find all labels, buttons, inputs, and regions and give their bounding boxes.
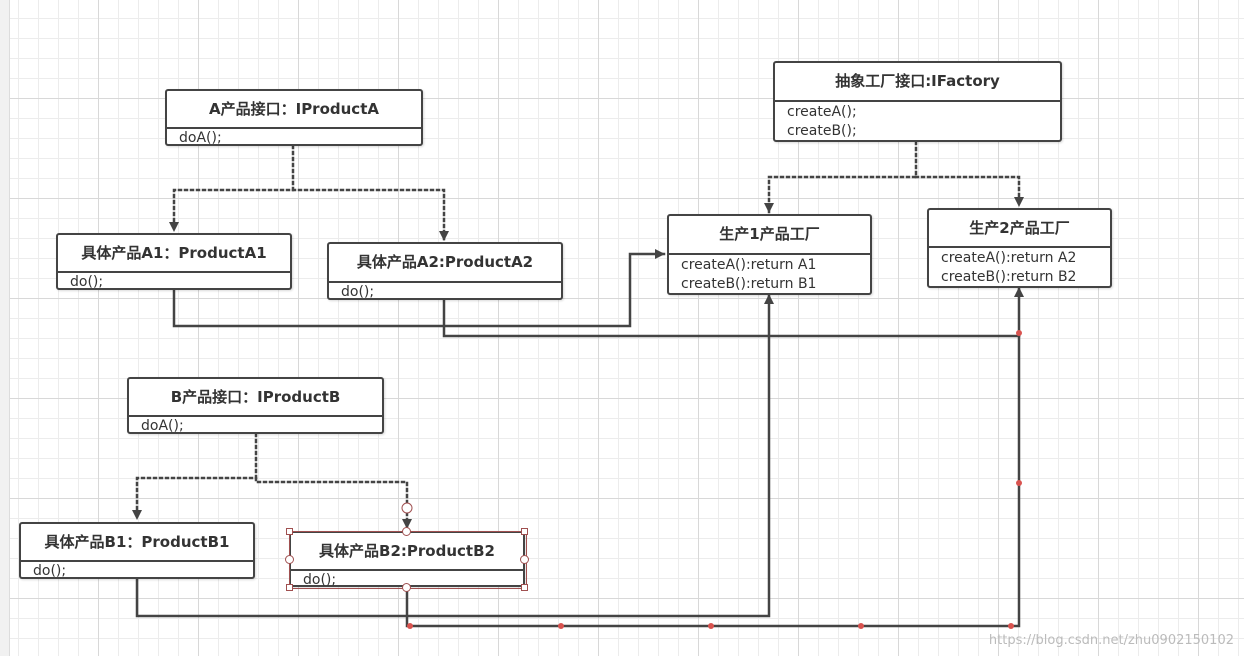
class-title: 抽象工厂接口:IFactory bbox=[775, 63, 1060, 102]
realization-a-to-a2[interactable] bbox=[291, 188, 449, 242]
connection-point-right[interactable] bbox=[520, 555, 529, 564]
resize-handle-bottom-right[interactable] bbox=[521, 584, 528, 591]
method-do: do(); bbox=[70, 274, 104, 290]
method-createA: createA():return A1 bbox=[681, 257, 817, 273]
class-title: 具体产品B1：ProductB1 bbox=[21, 524, 253, 562]
class-title: 具体产品B2:ProductB2 bbox=[291, 533, 523, 571]
class-ifactory[interactable]: 抽象工厂接口:IFactory createA(); createB(); bbox=[773, 61, 1062, 142]
class-product-a1[interactable]: 具体产品A1：ProductA1 do(); bbox=[56, 233, 292, 290]
waypoint-dot[interactable] bbox=[1016, 480, 1022, 486]
class-product-a2[interactable]: 具体产品A2:ProductA2 do(); bbox=[327, 242, 563, 300]
method-doA: doA(); bbox=[179, 130, 222, 146]
connection-point-left[interactable] bbox=[285, 555, 294, 564]
realization-a-to-a1[interactable] bbox=[169, 144, 295, 233]
class-title: 生产1产品工厂 bbox=[669, 216, 870, 255]
method-createB: createB(); bbox=[787, 123, 857, 139]
connection-point-bottom[interactable] bbox=[402, 583, 411, 592]
class-factory2[interactable]: 生产2产品工厂 createA():return A2 createB():re… bbox=[927, 208, 1112, 288]
method-do: do(); bbox=[341, 284, 375, 300]
realization-b-to-b1[interactable] bbox=[132, 432, 258, 521]
class-title: 具体产品A2:ProductA2 bbox=[329, 244, 561, 283]
class-factory1[interactable]: 生产1产品工厂 createA():return A1 createB():re… bbox=[667, 214, 872, 295]
resize-handle-top-left[interactable] bbox=[286, 528, 293, 535]
method-do: do(); bbox=[303, 572, 337, 588]
waypoint-dot[interactable] bbox=[558, 623, 564, 629]
canvas-left-strip bbox=[0, 0, 10, 656]
class-iproduct-b[interactable]: B产品接口：IProductB doA(); bbox=[127, 377, 384, 434]
connector-endpoint-handle[interactable] bbox=[401, 502, 413, 514]
method-doA: doA(); bbox=[141, 418, 184, 434]
realization-factory-to-f2[interactable] bbox=[914, 175, 1024, 208]
connection-point-top[interactable] bbox=[402, 527, 411, 536]
class-title: B产品接口：IProductB bbox=[129, 379, 382, 417]
waypoint-dot[interactable] bbox=[708, 623, 714, 629]
method-createB: createB():return B2 bbox=[941, 269, 1077, 285]
method-createA: createA(); bbox=[787, 104, 857, 120]
class-product-b1[interactable]: 具体产品B1：ProductB1 do(); bbox=[19, 522, 255, 579]
assoc-b1-to-f1[interactable] bbox=[135, 293, 774, 618]
class-title: 生产2产品工厂 bbox=[929, 210, 1110, 248]
watermark: https://blog.csdn.net/zhu0902150102 bbox=[988, 633, 1234, 648]
resize-handle-bottom-left[interactable] bbox=[286, 584, 293, 591]
class-title: 具体产品A1：ProductA1 bbox=[58, 235, 290, 273]
assoc-a1-to-f1[interactable] bbox=[172, 249, 666, 328]
method-do: do(); bbox=[33, 563, 67, 579]
waypoint-dot[interactable] bbox=[407, 623, 413, 629]
waypoint-dot[interactable] bbox=[1016, 330, 1022, 336]
resize-handle-top-right[interactable] bbox=[521, 528, 528, 535]
waypoint-dot[interactable] bbox=[1008, 623, 1014, 629]
method-createA: createA():return A2 bbox=[941, 250, 1077, 266]
realization-b-to-b2[interactable] bbox=[254, 476, 412, 530]
assoc-a2-to-f2[interactable] bbox=[442, 286, 1024, 338]
waypoint-dot[interactable] bbox=[858, 623, 864, 629]
realization-factory-to-f1[interactable] bbox=[764, 140, 918, 214]
class-iproduct-a[interactable]: A产品接口：IProductA doA(); bbox=[165, 89, 423, 146]
class-title: A产品接口：IProductA bbox=[167, 91, 421, 129]
method-createB: createB():return B1 bbox=[681, 276, 817, 292]
class-product-b2[interactable]: 具体产品B2:ProductB2 do(); bbox=[289, 531, 525, 588]
